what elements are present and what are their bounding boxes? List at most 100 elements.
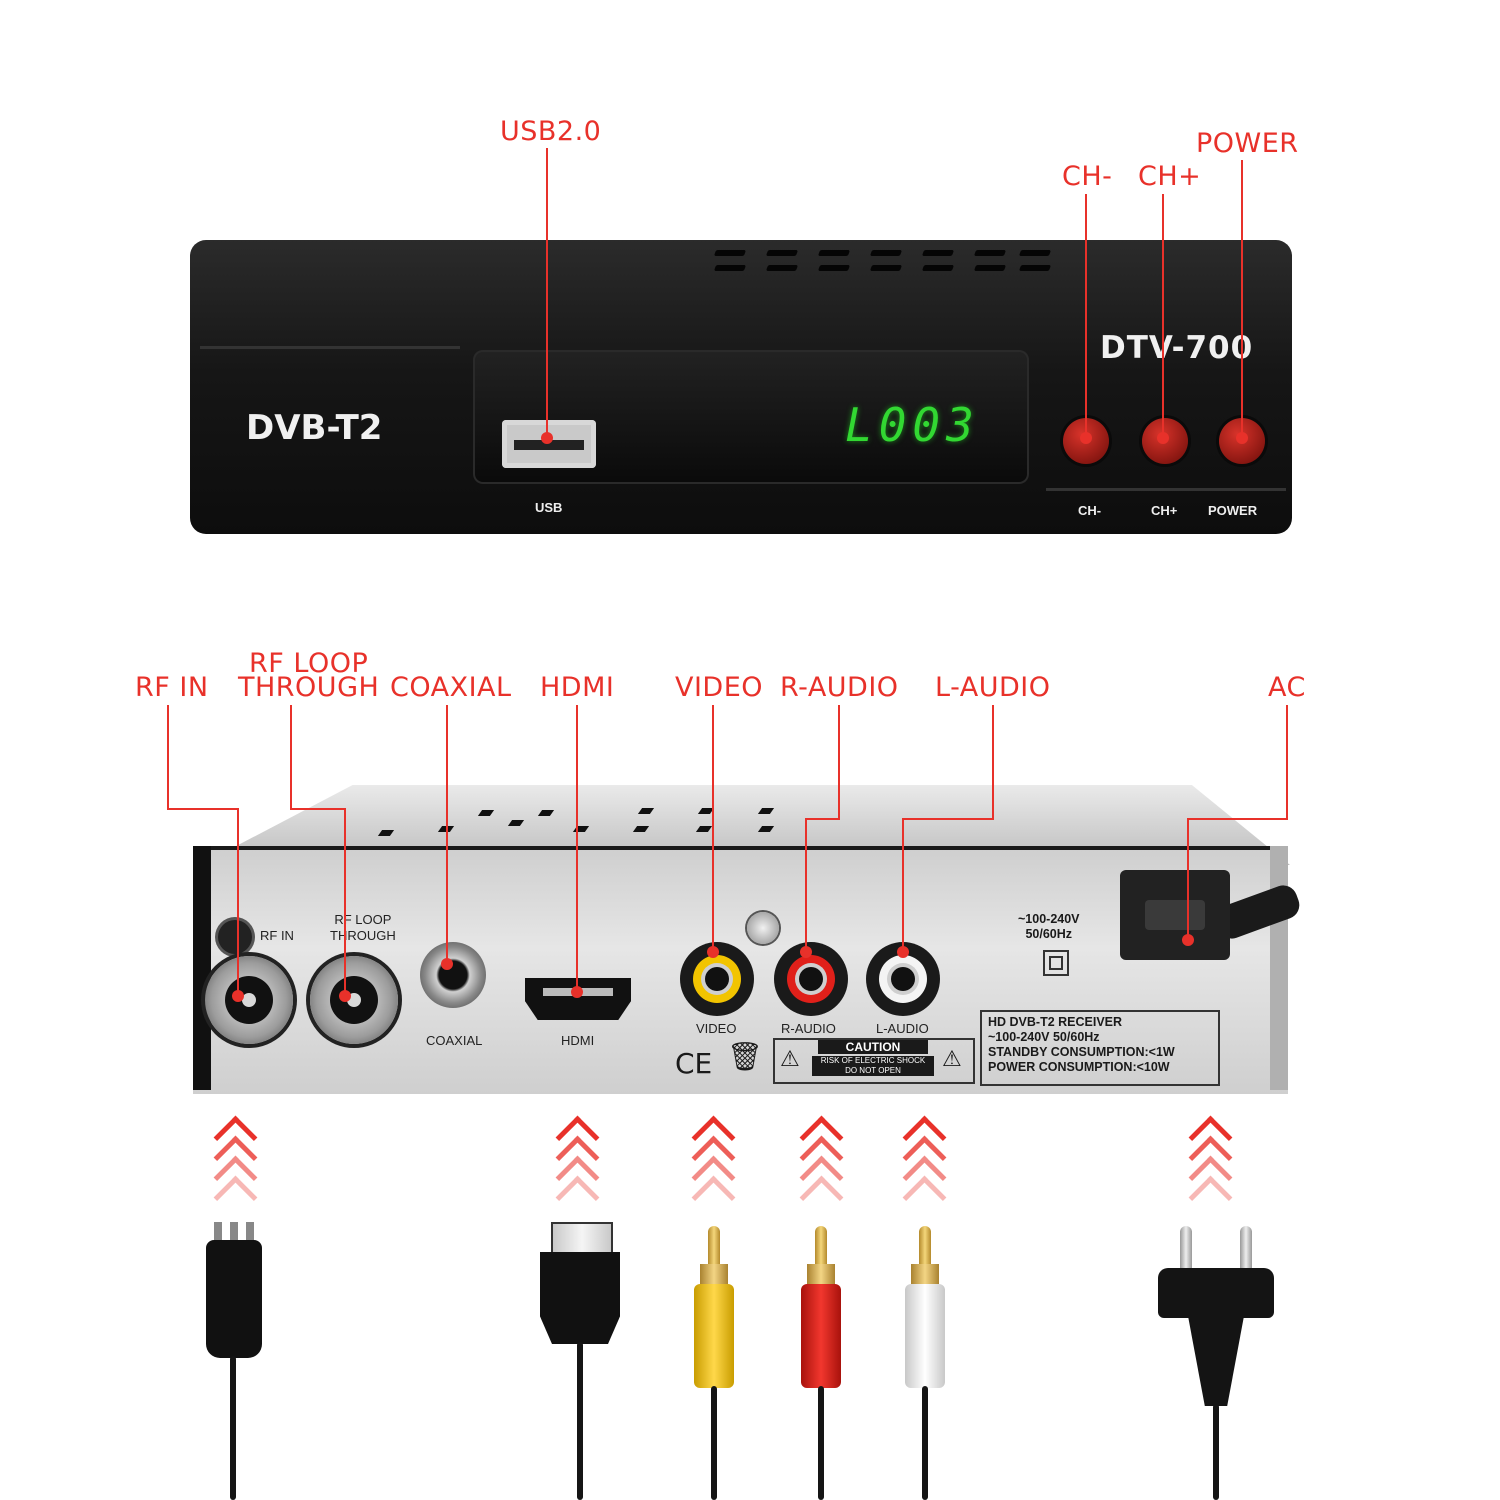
vent-slot [713,250,747,256]
callout-leader [902,818,994,820]
double-insulation-icon [1043,950,1069,976]
callout-leader [446,705,448,963]
r-audio-cable-plug [801,1284,841,1388]
callout-dot [541,432,553,444]
video-panel-label: VIDEO [696,1021,737,1036]
vent-slot [1018,250,1052,256]
l-audio-panel-label: L-AUDIO [876,1021,929,1036]
callout-leader [167,705,169,809]
spec-label-box [980,1010,1220,1086]
callout-leader [902,818,904,951]
spec-line: HD DVB-T2 RECEIVER [988,1015,1123,1029]
r-audio-panel-label: R-AUDIO [781,1021,836,1036]
callout-dot [571,986,583,998]
back-panel-edge [193,846,211,1090]
din-pin [246,1222,254,1252]
callout-dot [1157,432,1169,444]
power-plug-neck [1188,1316,1244,1406]
video-port[interactable] [680,942,754,1016]
callout-leader [1187,818,1288,820]
hdmi-cable-plug [540,1252,620,1344]
din-pin [214,1222,222,1252]
callout-leader [290,808,345,810]
hdmi-panel-label: HDMI [561,1033,595,1048]
callout-leader [290,705,292,809]
power-plug-pin [1180,1226,1192,1272]
callout-leader [805,818,840,820]
caution-line1: RISK OF ELECTRIC SHOCK [820,1056,926,1065]
rf-loop-line2: THROUGH [330,928,396,943]
vent-slot [973,250,1007,256]
rf-in-port[interactable] [205,956,293,1044]
callout-video: VIDEO [675,672,764,703]
rf-loop-panel-label: RF LOOP THROUGH [330,912,396,944]
callout-leader [1187,818,1189,940]
hdmi-port[interactable] [525,978,631,1020]
callout-dot [1182,934,1194,946]
callout-dot [232,990,244,1002]
rca-tip [919,1226,931,1268]
l-audio-cable-plug [905,1284,945,1388]
spec-line: STANDBY CONSUMPTION:<1W [988,1045,1175,1059]
model-label: DTV-700 [1100,330,1254,366]
caution-title: CAUTION [818,1040,928,1054]
spec-line: ~100-240V 50/60Hz [988,1030,1100,1044]
cable-wire [922,1386,928,1500]
callout-rf-in: RF IN [135,672,209,703]
vent-slot [817,265,851,271]
rf-in-panel-label: RF IN [260,928,294,943]
callout-ch-minus: CH- [1062,161,1113,192]
vent-slot [921,265,955,271]
callout-leader [992,705,994,819]
callout-dot [339,990,351,1002]
callout-dot [897,946,909,958]
ac-power-inlet[interactable] [1120,870,1230,960]
vent-slot [869,265,903,271]
vent-slot [973,265,1007,271]
cable-wire [577,1342,583,1500]
callout-l-audio: L-AUDIO [935,672,1051,703]
ce-mark: CE [675,1047,713,1080]
callout-ac: AC [1268,672,1306,703]
vent-slot [1018,265,1052,271]
caution-text: RISK OF ELECTRIC SHOCK DO NOT OPEN [812,1056,934,1076]
cable-wire [230,1356,236,1500]
usb-port-label: USB [535,500,563,515]
callout-usb: USB2.0 [500,116,602,147]
back-panel-edge [1270,846,1288,1090]
rf-loop-port[interactable] [310,956,398,1044]
vent-slot [765,250,799,256]
coaxial-port[interactable] [420,942,486,1008]
callout-leader [546,148,548,438]
caution-label-box [773,1038,975,1084]
front-trim-line [1046,488,1286,491]
vent-slot [765,265,799,271]
screw-icon [747,912,779,944]
din-pin [230,1222,238,1252]
front-trim-line [200,346,460,349]
voltage-label: ~100-240V 50/60Hz [1018,912,1080,942]
vent-slot [921,250,955,256]
callout-dot [1236,432,1248,444]
callout-leader [344,808,346,994]
rf-aux-connector [218,920,252,954]
callout-leader [712,705,714,951]
l-audio-port[interactable] [866,942,940,1016]
rca-tip [815,1226,827,1268]
caution-line2: DO NOT OPEN [845,1066,901,1075]
ch-minus-panel-label: CH- [1078,503,1102,518]
front-brand-label: DVB-T2 [246,408,383,448]
callout-leader [838,705,840,819]
vent-slot [817,250,851,256]
rca-collar [700,1264,728,1286]
voltage-line1: ~100-240V [1018,912,1080,926]
vent-slot [869,250,903,256]
cable-wire [1213,1404,1219,1500]
power-panel-label: POWER [1208,503,1258,518]
usb-port-icon[interactable] [502,420,596,468]
callout-dot [800,946,812,958]
callout-leader [237,808,239,994]
callout-r-audio: R-AUDIO [780,672,899,703]
led-display: L003 [845,398,980,452]
callout-leader [167,808,238,810]
